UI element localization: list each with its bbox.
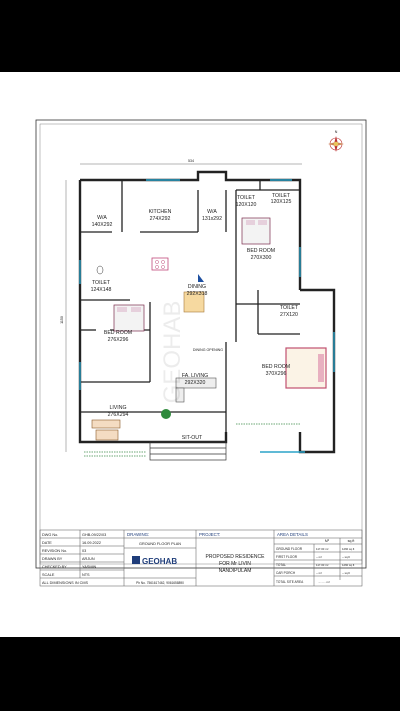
tb-row-0-key: DWG No. [42, 533, 58, 537]
tb-area-2-f: 1260 sq.ft [342, 563, 355, 567]
compass-label: N [335, 130, 338, 134]
watermark: GEOHAB [159, 301, 186, 404]
drawing-sheet: N 534 1150 [0, 72, 400, 637]
room-size-toilet3: 124X148 [91, 287, 112, 293]
room-size-living: 276X294 [108, 412, 129, 418]
tb-logo: GEOHAB [142, 557, 177, 566]
tb-area-1-m: -- m² [316, 555, 322, 559]
tb-row-5-val: NTS [82, 573, 90, 577]
room-label-toilet2: TOILET [272, 193, 291, 199]
dining-opening-label: DINING OPENING [193, 348, 223, 352]
room-size-kitchen: 274X292 [150, 216, 171, 222]
room-label-toilet4: TOILET [280, 305, 299, 311]
room-label-family: FA. LIVING [182, 373, 208, 379]
room-size-family: 292X320 [185, 380, 206, 386]
tb-phone: Ph No. 7561617462, 9061658890 [136, 581, 184, 585]
tb-row-2-key: REVISION No. [42, 549, 67, 553]
tb-area-3-m: -- m² [316, 571, 322, 575]
room-label-sitout: SIT-OUT [182, 435, 203, 441]
tb-project-line1: PROPOSED RESIDENCE [206, 554, 266, 560]
bed-icon-1 [241, 217, 271, 245]
tb-project-label: PROJECT: [199, 532, 220, 537]
tb-area-label: AREA DETAILS [277, 532, 308, 537]
room-label-bed2: BED ROOM [104, 330, 132, 336]
tb-area-0-k: GROUND FLOOR [276, 547, 303, 551]
tb-drawing-label: DRAWING: [127, 532, 149, 537]
tb-area-2-m: 117.00 m² [316, 563, 328, 567]
interior-walls [80, 180, 300, 432]
compass-icon [328, 136, 344, 152]
tb-drawing-name: GROUND FLOOR PLAN [139, 542, 181, 546]
tb-row-4-key: CHECKED BY [42, 565, 67, 569]
tb-area-0-m: 117.00 m² [316, 547, 328, 551]
geohab-logo-icon [132, 556, 140, 564]
room-size-dining: 292X318 [187, 291, 208, 297]
tb-note: ALL DIMENSIONS IN CMS [42, 581, 89, 585]
tb-area-0-f: 1260 sq.ft [342, 547, 355, 551]
room-label-toilet3: TOILET [92, 280, 111, 286]
tb-row-1-key: DATE [42, 541, 52, 545]
room-size-bed1: 270X300 [251, 255, 272, 261]
room-label-dining: DINING [188, 284, 206, 290]
room-size-bed3: 370X296 [266, 371, 287, 377]
tb-project-line3: NANDIPULAM [219, 568, 252, 574]
tb-row-4-val: YASMIN [82, 565, 97, 569]
bed-icon-3 [285, 347, 327, 389]
kitchen-hob-icon [151, 257, 169, 271]
tb-project-line2: FOR Mr LIVIN [219, 561, 251, 567]
tb-row-3-val: ARJUN [82, 557, 95, 561]
room-size-bed2: 276X296 [108, 337, 129, 343]
windows [79, 179, 335, 453]
room-label-kitchen: KITCHEN [149, 209, 172, 215]
tb-area-3-f: -- sq.ft [342, 571, 350, 575]
boundary-hatch [84, 423, 300, 457]
tb-row-3-key: DRAWN BY [42, 557, 63, 561]
tb-area-1-f: -- sq.ft [342, 555, 350, 559]
top-dimension-text: 534 [188, 159, 194, 163]
room-label-living: LIVING [109, 405, 126, 411]
sitout-steps [149, 441, 227, 461]
tb-row-5-key: SCALE [42, 573, 55, 577]
tb-row-0-val: GHB-09/22/03 [82, 533, 106, 537]
tb-area-2-k: TOTAL [276, 563, 286, 567]
dining-table-icon [183, 291, 205, 313]
tb-area-3-k: CAR PORCH [276, 571, 296, 575]
floor-plan-drawing: N 534 1150 [35, 119, 367, 587]
room-label-toilet1: TOILET [237, 195, 256, 201]
tb-row-2-val: 03 [82, 549, 86, 553]
bed-icon-2 [113, 304, 145, 332]
tb-area-4-k: TOTAL SITE AREA [276, 580, 304, 584]
room-size-wa2: 131x292 [202, 216, 222, 222]
tb-area-4-m: .......... m² [318, 580, 330, 584]
room-size-wa1: 140X292 [92, 222, 113, 228]
toilet-icon [96, 265, 104, 275]
sheet-border [35, 119, 367, 569]
room-size-toilet2: 120X125 [271, 199, 292, 205]
title-block [39, 529, 363, 587]
room-size-toilet4: 27X120 [280, 312, 298, 318]
room-label-bed3: BED ROOM [262, 364, 290, 370]
left-dimension-text: 1150 [60, 316, 64, 324]
sheet-border-inner [39, 123, 363, 565]
room-size-toilet1: 120X120 [236, 202, 257, 208]
tb-row-1-val: 16.09.2022 [82, 541, 101, 545]
tb-area-unit-f: sq.ft [348, 539, 355, 543]
tb-area-1-k: FIRST FLOOR [276, 555, 298, 559]
tb-area-unit-m: M² [325, 539, 330, 543]
room-label-wa2: W/A [207, 209, 217, 215]
room-label-bed1: BED ROOM [247, 248, 275, 254]
living-sofa-icon [91, 419, 121, 441]
plant-icon [161, 409, 171, 419]
room-label-wa1: W/A [97, 215, 107, 221]
stair-arrow-icon [198, 274, 204, 282]
sofa-icon [175, 377, 217, 403]
